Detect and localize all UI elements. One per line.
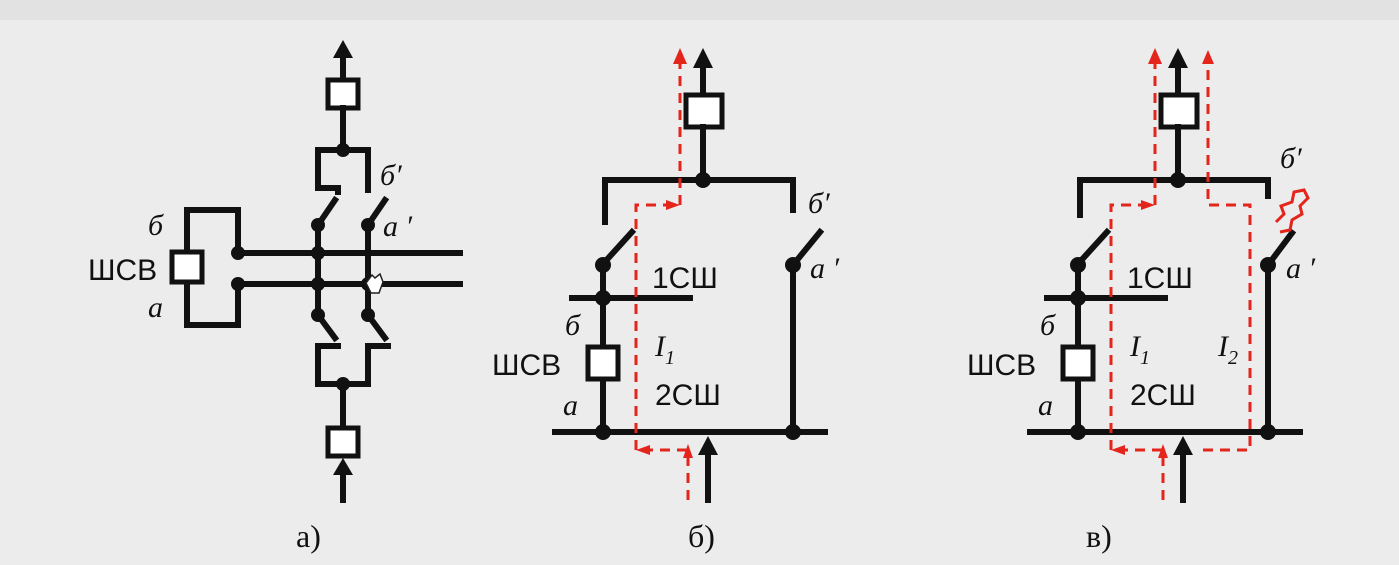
bus-coupler-breaker: [169, 249, 205, 285]
outgoing-arrow-icon: [693, 48, 713, 68]
incoming-arrow-icon: [1173, 436, 1193, 455]
caption-c: в): [1086, 518, 1112, 554]
arc-spark-icon: [1274, 188, 1310, 234]
label-current-i2: I2: [1217, 330, 1238, 369]
label-a-prime: а ′: [1286, 252, 1316, 285]
label-shsv: ШСВ: [967, 349, 1036, 382]
label-b: б: [1040, 309, 1056, 342]
outgoing-arrow-icon: [333, 40, 353, 58]
label-b: б: [565, 309, 581, 342]
label-b-prime: б′: [380, 159, 402, 192]
diagram-a: б а ШСВ б′ а ′ а): [88, 40, 463, 554]
label-bus-2: 2СШ: [1130, 379, 1196, 412]
label-bus-2: 2СШ: [655, 379, 721, 412]
current-path-i1: [634, 60, 690, 500]
label-b-prime: б′: [808, 187, 830, 220]
label-bus-1: 1СШ: [1127, 262, 1193, 295]
bus-coupler-breaker: [1060, 344, 1096, 382]
incoming-arrow-icon: [698, 436, 718, 455]
top-feeder-box: [325, 77, 361, 111]
label-a: а: [148, 291, 163, 324]
label-b-prime: б′: [1280, 142, 1302, 175]
top-band: [0, 0, 1399, 20]
label-a-prime: а ′: [810, 252, 840, 285]
top-feeder-box: [683, 92, 725, 130]
label-current-i1: I1: [1129, 330, 1150, 369]
bottom-feeder-box: [325, 425, 361, 459]
label-shsv: ШСВ: [88, 254, 157, 287]
label-a: а: [563, 389, 578, 422]
hand-cursor-icon: [365, 272, 384, 294]
bus-coupler-breaker: [585, 344, 621, 382]
current-path-i1: [1109, 60, 1165, 500]
incoming-arrow-icon: [333, 458, 353, 475]
label-bus-1: 1СШ: [652, 262, 718, 295]
diagram-c: 1СШ 2СШ I1 I2 б а ШСВ б′ а ′ в): [967, 48, 1316, 554]
caption-b: б): [688, 518, 715, 554]
top-feeder-box: [1158, 92, 1200, 130]
diagram-b: 1СШ 2СШ I1 б а ШСВ б′ а ′ б): [492, 48, 840, 554]
outgoing-arrow-icon: [1168, 48, 1188, 68]
caption-a: а): [296, 518, 321, 554]
label-b: б: [148, 209, 164, 242]
label-a: а: [1038, 389, 1053, 422]
label-shsv: ШСВ: [492, 349, 561, 382]
label-current-i1: I1: [654, 330, 675, 369]
current-path-i2: [1203, 60, 1252, 452]
label-a-prime: а ′: [383, 210, 413, 243]
current-arrow-top-icon: [673, 48, 687, 64]
